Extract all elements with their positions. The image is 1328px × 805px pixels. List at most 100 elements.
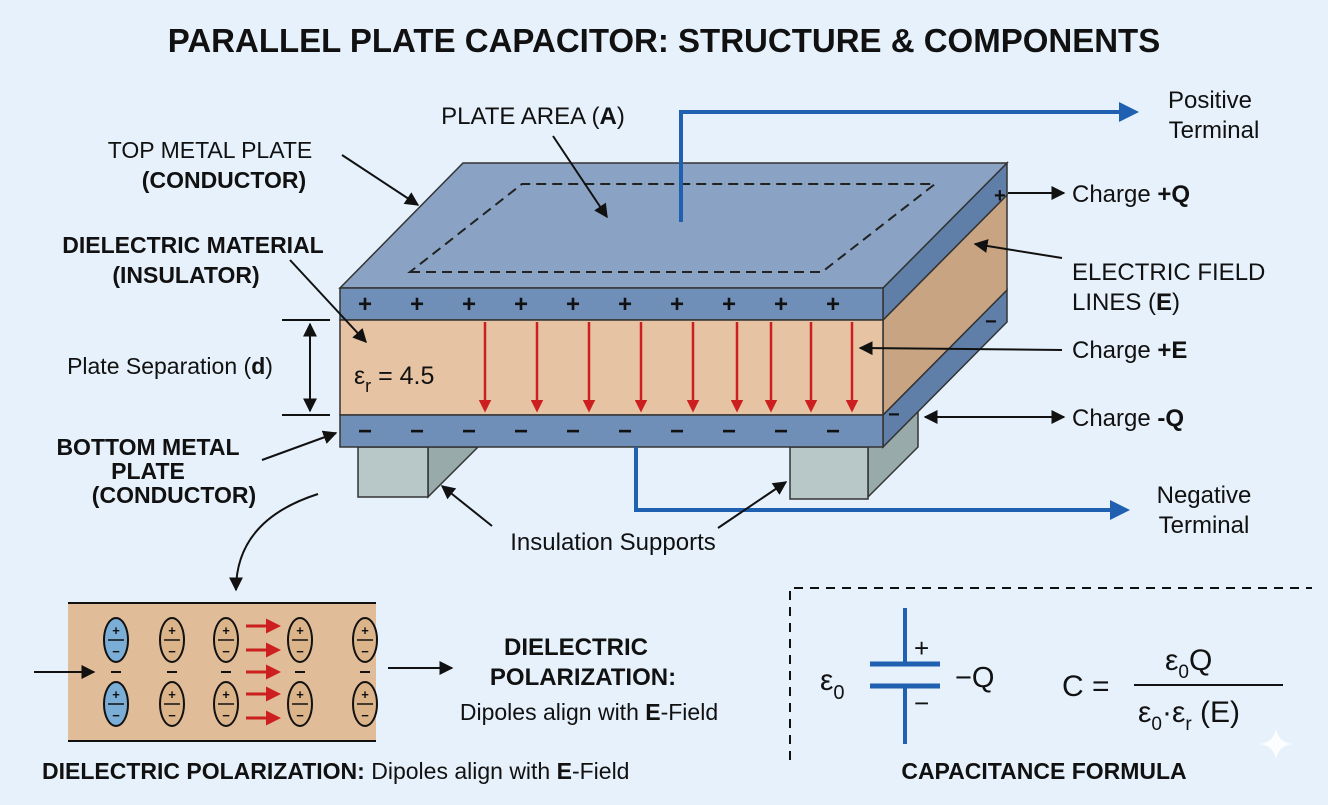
formula-epsilon0: ε0 [820,664,845,704]
formula-numerator: ε0Q [1165,644,1212,683]
minus-sign: − [774,418,788,445]
insulation-supports-label: Insulation Supports [510,529,715,556]
capacitance-formula-caption: CAPACITANCE FORMULA [901,758,1186,784]
dipole-minus: − [296,644,304,659]
formula-denominator: ε0·εr (E) [1138,696,1240,735]
dipole-grid: +−+−+−+−+−+−+−+−+−+− [103,617,378,727]
plus-sign: + [722,291,736,318]
plus-sign: + [826,291,840,318]
dipole-plus: + [222,623,230,638]
side-plus-sign: + [994,185,1006,207]
dipole: +− [103,617,129,663]
dipole-minus: − [296,708,304,723]
negative-charges: −−−−−−−−−− [358,418,840,445]
minus-sign: − [670,418,684,445]
plus-sign: + [566,291,580,318]
dipole-plus: + [168,623,176,638]
dipole-plus: + [296,623,304,638]
plus-sign: + [670,291,684,318]
top-plate-leader [341,154,420,206]
dipole-minus: − [112,708,120,723]
dipole-plus: + [168,687,176,702]
plus-sign: + [774,291,788,318]
plate-area-leader [552,135,608,219]
dipole-minus: − [361,708,369,723]
plate-area-outline [407,183,938,273]
permittivity-label: εr = 4.5 [354,362,434,396]
dipole-minus: − [112,644,120,659]
dipole-plus: + [222,687,230,702]
dipole: +− [352,681,378,727]
plate-separation-label: Plate Separation (d) [67,353,273,379]
polarization-description: Dipoles align with E-Field [460,699,718,725]
sparkle-icon [1260,728,1292,760]
minus-sign: − [358,418,372,445]
formula-neg-q: −Q [955,662,995,694]
charge-positive-q-label: Charge +Q [1072,181,1190,208]
charge-positive-e-label: Charge +E [1072,337,1187,364]
plate-area-label: PLATE AREA (A) [441,103,625,130]
page-title: PARALLEL PLATE CAPACITOR: STRUCTURE & CO… [168,22,1160,59]
dielectric-material-label: DIELECTRIC MATERIAL(INSULATOR) [62,232,324,288]
minus-sign: − [514,418,528,445]
charge-negative-q-label: Charge -Q [1072,405,1184,432]
side-minus-sign-lower: − [888,404,900,426]
dipole: +− [352,617,378,663]
dielectric-slab [339,319,884,416]
polarization-caption: DIELECTRIC POLARIZATION: Dipoles align w… [42,758,629,784]
minus-sign: − [410,418,424,445]
dipole-plus: + [361,623,369,638]
symbol-minus: − [914,688,929,718]
positive-charges: + + + + + + + + + + [358,291,840,318]
electric-field-arrows [478,322,859,413]
dielectric-leader [289,259,367,344]
plus-sign: + [618,291,632,318]
plus-sign: + [514,291,528,318]
plus-sign: + [462,291,476,318]
top-metal-plate [339,287,884,321]
dipole-minus: − [168,644,176,659]
separation-dimension [282,319,330,416]
dipole-plus: + [361,687,369,702]
dipole: +− [159,617,185,663]
dipole-minus: − [222,644,230,659]
minus-sign: − [826,418,840,445]
dipole-plus: + [112,687,120,702]
bottom-plate-leader [261,430,338,461]
dipole: +− [103,681,129,727]
dipole-plus: + [112,623,120,638]
minus-sign: − [462,418,476,445]
inset-field-arrows [246,618,281,726]
dipole-minus: − [361,644,369,659]
minus-sign: − [722,418,736,445]
inset-callout-arrow [229,493,319,592]
dipole: +− [159,681,185,727]
negative-terminal-wire [634,447,1130,520]
field-lines-leader [973,239,1063,259]
charge-positive-e-leader [858,341,1063,356]
plus-sign: + [358,291,372,318]
symbol-plus: + [914,633,929,663]
dipole-minus: − [168,708,176,723]
dipole-minus: − [222,708,230,723]
dipole: +− [287,617,313,663]
positive-terminal-wire [679,102,1139,222]
minus-sign: − [618,418,632,445]
supports-leader-left [440,485,493,527]
dipole-plus: + [296,687,304,702]
dipole: +− [287,681,313,727]
plus-sign: + [410,291,424,318]
dipole: +− [213,681,239,727]
dipole: +− [213,617,239,663]
capacitor-symbol [870,608,940,744]
supports-leader-right [717,481,788,529]
bottom-metal-plate [339,414,884,448]
top-plate-label: TOP METAL PLATE(CONDUCTOR) [108,137,313,193]
side-minus-sign: − [985,311,997,333]
